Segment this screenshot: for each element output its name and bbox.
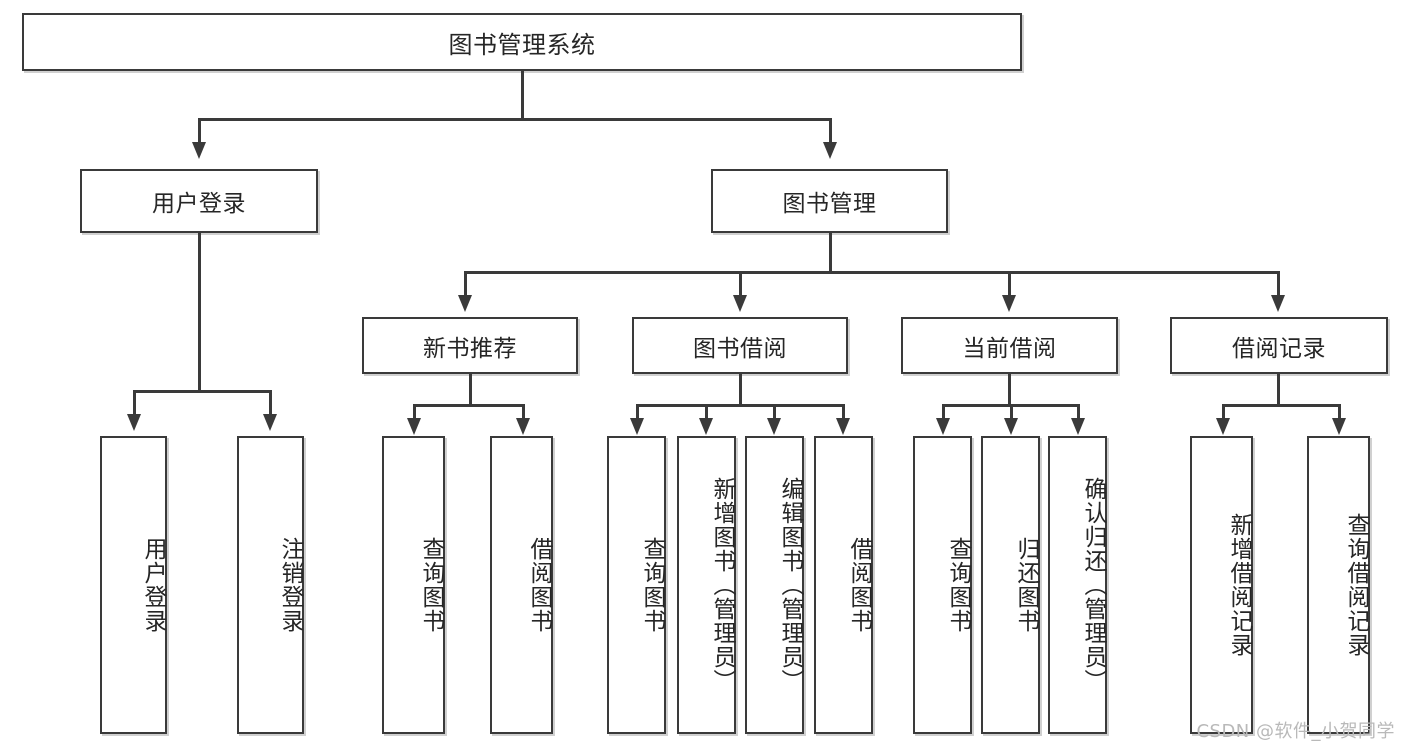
node-label: 用户登录 (140, 537, 166, 633)
connector-user-login-stem (198, 233, 201, 392)
node-label: 图书管理 (782, 191, 877, 217)
connector-br-to-leaf-2 (1338, 404, 1341, 419)
node-new-book-recommend[interactable]: 新书推荐 (362, 317, 578, 374)
node-label: 新增图书（管理员） (709, 477, 735, 693)
connector-bb-to-leaf-2 (705, 404, 708, 419)
node-label: 确认归还（管理员） (1080, 477, 1106, 693)
arrow-br-to-leaf-1 (1216, 418, 1230, 435)
node-label: 查询图书 (418, 537, 444, 633)
connector-current-borrow-stem (1008, 374, 1011, 406)
connector-bb-to-leaf-1 (636, 404, 639, 419)
connector-user-login-bus (133, 390, 271, 393)
connector-new-book-to-leaf-2 (522, 404, 525, 419)
connector-book-management-bus (464, 271, 1280, 274)
node-label: 当前借阅 (962, 335, 1057, 362)
leaf-query-book-borrow[interactable]: 查询图书 (607, 436, 666, 734)
leaf-return-book[interactable]: 归还图书 (981, 436, 1040, 734)
arrow-bm-to-borrow-record (1271, 295, 1285, 312)
node-label: 归还图书 (1013, 537, 1039, 633)
connector-root-bus (198, 118, 832, 121)
arrow-user-login-to-leaf-2 (263, 414, 277, 431)
node-book-borrow[interactable]: 图书借阅 (632, 317, 848, 374)
connector-br-to-leaf-1 (1222, 404, 1225, 419)
connector-user-login-to-leaf-1 (133, 390, 136, 415)
connector-bm-to-book-borrow (739, 271, 742, 296)
leaf-confirm-return-admin[interactable]: 确认归还（管理员） (1048, 436, 1107, 734)
arrow-cb-to-leaf-2 (1004, 418, 1018, 435)
node-user-login[interactable]: 用户登录 (80, 169, 318, 233)
connector-bb-to-leaf-3 (773, 404, 776, 419)
connector-bb-to-leaf-4 (842, 404, 845, 419)
connector-new-book-to-leaf-1 (413, 404, 416, 419)
connector-root-to-book-management (829, 118, 832, 143)
connector-user-login-to-leaf-2 (269, 390, 272, 415)
node-current-borrow[interactable]: 当前借阅 (901, 317, 1118, 374)
leaf-user-login[interactable]: 用户登录 (100, 436, 167, 734)
arrow-bm-to-new-book (458, 295, 472, 312)
connector-book-borrow-bus (636, 404, 844, 407)
connector-bm-to-borrow-record (1277, 271, 1280, 296)
connector-cb-to-leaf-3 (1077, 404, 1080, 419)
connector-root-stem (521, 71, 524, 119)
connector-bm-to-current-borrow (1008, 271, 1011, 296)
leaf-query-book-current[interactable]: 查询图书 (913, 436, 972, 734)
leaf-query-borrow-record[interactable]: 查询借阅记录 (1307, 436, 1370, 734)
node-label: 借阅图书 (846, 537, 872, 633)
connector-book-borrow-stem (739, 374, 742, 406)
node-label: 借阅图书 (526, 537, 552, 633)
arrow-br-to-leaf-2 (1332, 418, 1346, 435)
leaf-logout[interactable]: 注销登录 (237, 436, 304, 734)
arrow-user-login-to-leaf-1 (127, 414, 141, 431)
arrow-bb-to-leaf-2 (699, 418, 713, 435)
connector-new-book-bus (413, 404, 525, 407)
node-label: 查询图书 (945, 537, 971, 633)
arrow-root-to-book-management (823, 142, 837, 159)
leaf-borrow-book-recommend[interactable]: 借阅图书 (490, 436, 553, 734)
arrow-cb-to-leaf-1 (936, 418, 950, 435)
node-label: 编辑图书（管理员） (777, 477, 803, 693)
arrow-bb-to-leaf-1 (630, 418, 644, 435)
connector-book-management-stem (829, 233, 832, 273)
arrow-bb-to-leaf-4 (836, 418, 850, 435)
arrow-bb-to-leaf-3 (767, 418, 781, 435)
arrow-root-to-user-login (192, 142, 206, 159)
leaf-add-borrow-record[interactable]: 新增借阅记录 (1190, 436, 1253, 734)
node-label: 查询图书 (639, 537, 665, 633)
node-label: 用户登录 (152, 191, 246, 217)
node-root-book-management-system[interactable]: 图书管理系统 (22, 13, 1022, 71)
node-label: 注销登录 (277, 537, 303, 633)
connector-borrow-record-stem (1277, 374, 1280, 406)
node-label: 图书管理系统 (448, 30, 596, 59)
node-borrow-record[interactable]: 借阅记录 (1170, 317, 1388, 374)
arrow-bm-to-current-borrow (1002, 295, 1016, 312)
node-label: 查询借阅记录 (1343, 513, 1369, 657)
connector-cb-to-leaf-1 (942, 404, 945, 419)
connector-borrow-record-bus (1222, 404, 1340, 407)
arrow-new-book-to-leaf-1 (407, 418, 421, 435)
node-book-management[interactable]: 图书管理 (711, 169, 948, 233)
connector-root-to-user-login (198, 118, 201, 143)
leaf-borrow-book[interactable]: 借阅图书 (814, 436, 873, 734)
leaf-edit-book-admin[interactable]: 编辑图书（管理员） (745, 436, 804, 734)
arrow-bm-to-book-borrow (733, 295, 747, 312)
node-label: 图书借阅 (693, 335, 787, 362)
node-label: 借阅记录 (1232, 335, 1326, 362)
connector-cb-to-leaf-2 (1010, 404, 1013, 419)
arrow-new-book-to-leaf-2 (516, 418, 530, 435)
connector-new-book-stem (469, 374, 472, 406)
leaf-query-book-recommend[interactable]: 查询图书 (382, 436, 445, 734)
node-label: 新增借阅记录 (1226, 513, 1252, 657)
node-label: 新书推荐 (423, 335, 517, 362)
watermark: CSDN @软件_小贺同学 (1196, 721, 1395, 742)
arrow-cb-to-leaf-3 (1071, 418, 1085, 435)
leaf-add-book-admin[interactable]: 新增图书（管理员） (677, 436, 736, 734)
connector-bm-to-new-book (464, 271, 467, 296)
